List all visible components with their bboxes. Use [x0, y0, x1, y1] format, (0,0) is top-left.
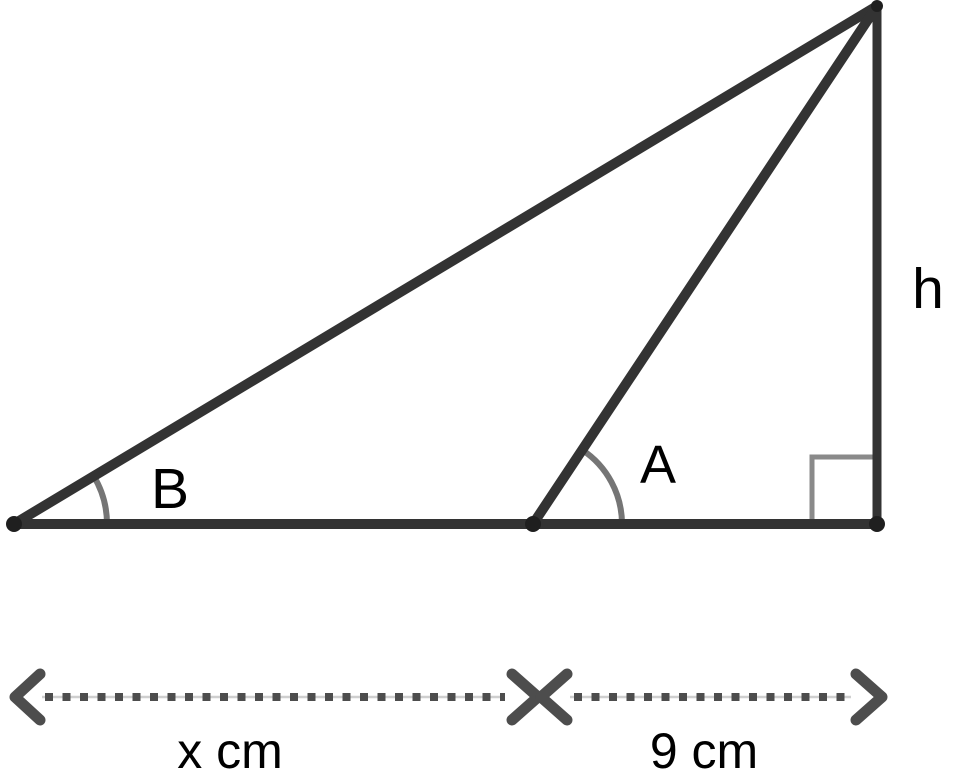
nine-cm-measurement-label: 9 cm — [650, 723, 758, 779]
height-label: h — [912, 257, 944, 321]
vertex-dot-middle — [525, 516, 541, 532]
angle-b-label: B — [151, 457, 189, 521]
angle-b-arc — [90, 473, 110, 527]
arrowhead-junction-left-icon — [535, 668, 573, 726]
cevian-line — [528, 1, 882, 529]
vertex-dot-apex — [871, 0, 883, 12]
hypotenuse-line — [9, 1, 882, 529]
angle-a-label: A — [640, 435, 676, 495]
vertex-dot-right — [869, 516, 885, 532]
x-measurement-label: x cm — [177, 723, 283, 779]
arrowhead-right-icon — [850, 668, 888, 726]
right-angle-marker — [809, 454, 880, 527]
arrowhead-junction-right-icon — [506, 668, 544, 726]
vertex-dot-left — [6, 516, 22, 532]
angle-a-arc — [579, 446, 625, 527]
arrowhead-left-icon — [9, 668, 46, 726]
